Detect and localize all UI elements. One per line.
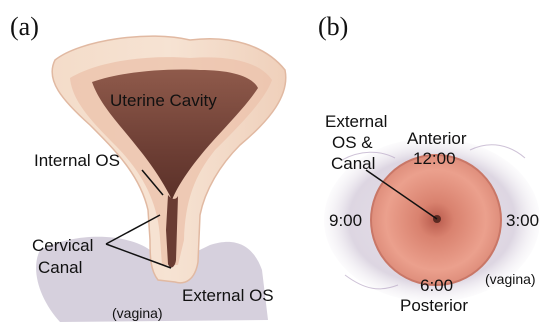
panel-b-label: (b)	[318, 12, 348, 41]
uterine-cavity-label: Uterine Cavity	[110, 91, 217, 110]
anterior-label: Anterior	[407, 129, 467, 148]
vagina-label-b: (vagina)	[485, 271, 536, 287]
three-oclock-label: 3:00	[506, 211, 539, 230]
nine-oclock-label: 9:00	[329, 211, 362, 230]
twelve-oclock-label: 12:00	[413, 149, 456, 168]
vagina-label-a: (vagina)	[112, 305, 163, 321]
panel-a-label: (a)	[10, 12, 39, 41]
external-os-canal-label-line1: External	[325, 112, 387, 131]
external-os-label: External OS	[182, 286, 274, 305]
posterior-label: Posterior	[400, 296, 468, 315]
six-oclock-label: 6:00	[420, 276, 453, 295]
external-os-canal-label-line3: Canal	[331, 154, 375, 173]
panel-a: (a) Uterine Cavity Internal OS Cervical …	[10, 12, 286, 322]
cervical-canal-label-line1: Cervical	[32, 236, 93, 255]
internal-os-label: Internal OS	[34, 151, 120, 170]
panel-b: (b) External OS & Canal Anterior 12:00 9…	[318, 12, 540, 315]
external-os-canal-label-line2: OS &	[332, 133, 373, 152]
cervical-canal-label-line2: Canal	[38, 258, 82, 277]
